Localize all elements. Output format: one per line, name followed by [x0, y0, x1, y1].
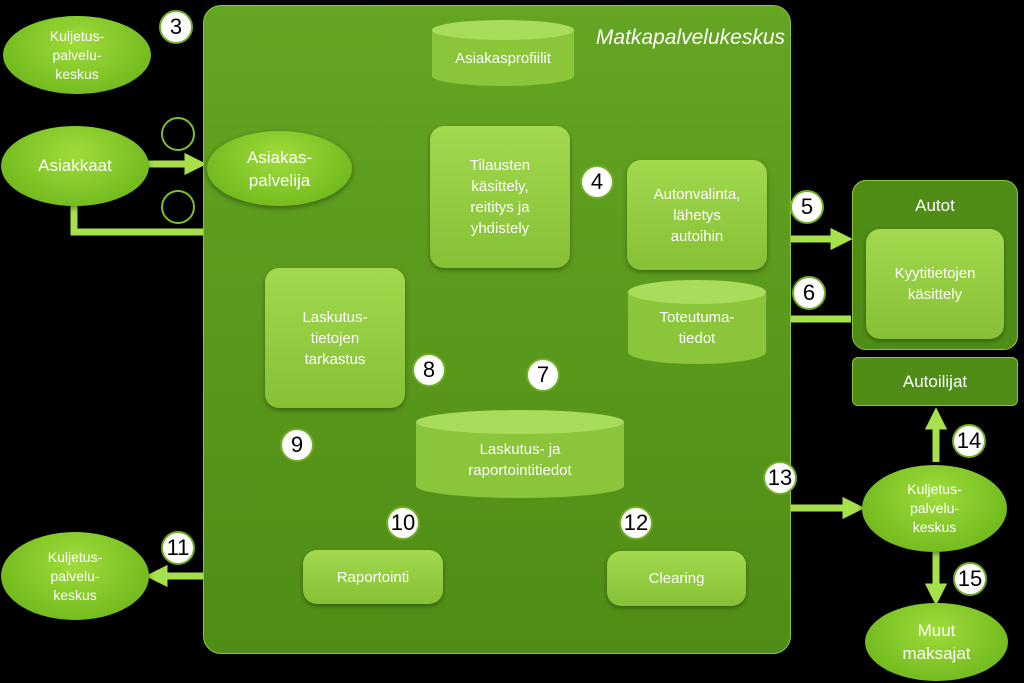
autonvalinta-box: Autonvalinta, lähetys autoihin [627, 160, 767, 270]
tilausten-kasittely-box: Tilausten käsittely, reititys ja yhdiste… [430, 126, 570, 268]
muut-maksajat-node: Muut maksajat [865, 603, 1008, 681]
step-12-badge: 12 [619, 506, 653, 540]
toteutuma-cylinder [628, 280, 766, 364]
laskutustietojen-tarkastus-box: Laskutus- tietojen tarkastus [265, 268, 405, 408]
step-9-badge: 9 [280, 428, 314, 462]
kyytitietojen-kasittely-box: Kyytitietojen käsittely [866, 229, 1004, 339]
step-8-badge: 8 [412, 353, 446, 387]
panel-title: Matkapalvelukeskus [595, 26, 785, 49]
step-15-badge: 15 [953, 562, 987, 596]
empty-step-badge [161, 190, 195, 224]
step-11-badge: 11 [161, 531, 195, 565]
asiakkaat-node: Asiakkaat [1, 126, 149, 206]
step-7-badge: 7 [526, 358, 560, 392]
autot-title: Autot [915, 196, 955, 215]
clearing-box: Clearing [607, 551, 746, 606]
kuljetus-bottom-left-node: Kuljetus- palvelu- keskus [1, 532, 149, 620]
step-6-badge: 6 [792, 276, 826, 310]
empty-step-badge [161, 117, 195, 151]
autoilijat-box: Autoilijat [852, 357, 1018, 406]
asiakaspalvelija-node: Asiakas- palvelija [207, 131, 352, 206]
step-13-badge: 13 [763, 461, 797, 495]
kuljetus-right-node: Kuljetus- palvelu- keskus [862, 465, 1007, 552]
step-3-badge: 3 [159, 10, 193, 44]
step-5-badge: 5 [790, 190, 824, 224]
toteutuma-label: Toteutuma- tiedot [659, 309, 735, 347]
kuljetus-top-node: Kuljetus- palvelu- keskus [3, 16, 151, 94]
step-10-badge: 10 [386, 506, 420, 540]
asiakasprofiilit-label: Asiakasprofiilit [455, 49, 551, 67]
step-14-badge: 14 [952, 424, 986, 458]
laskutusraportointi-cylinder [416, 410, 624, 498]
raportointi-box: Raportointi [303, 550, 443, 604]
asiakasprofiilit-cylinder [432, 20, 574, 86]
step-4-badge: 4 [580, 165, 614, 199]
laskutusraportointi-label: Laskutus- ja raportointitiedot [468, 441, 572, 479]
